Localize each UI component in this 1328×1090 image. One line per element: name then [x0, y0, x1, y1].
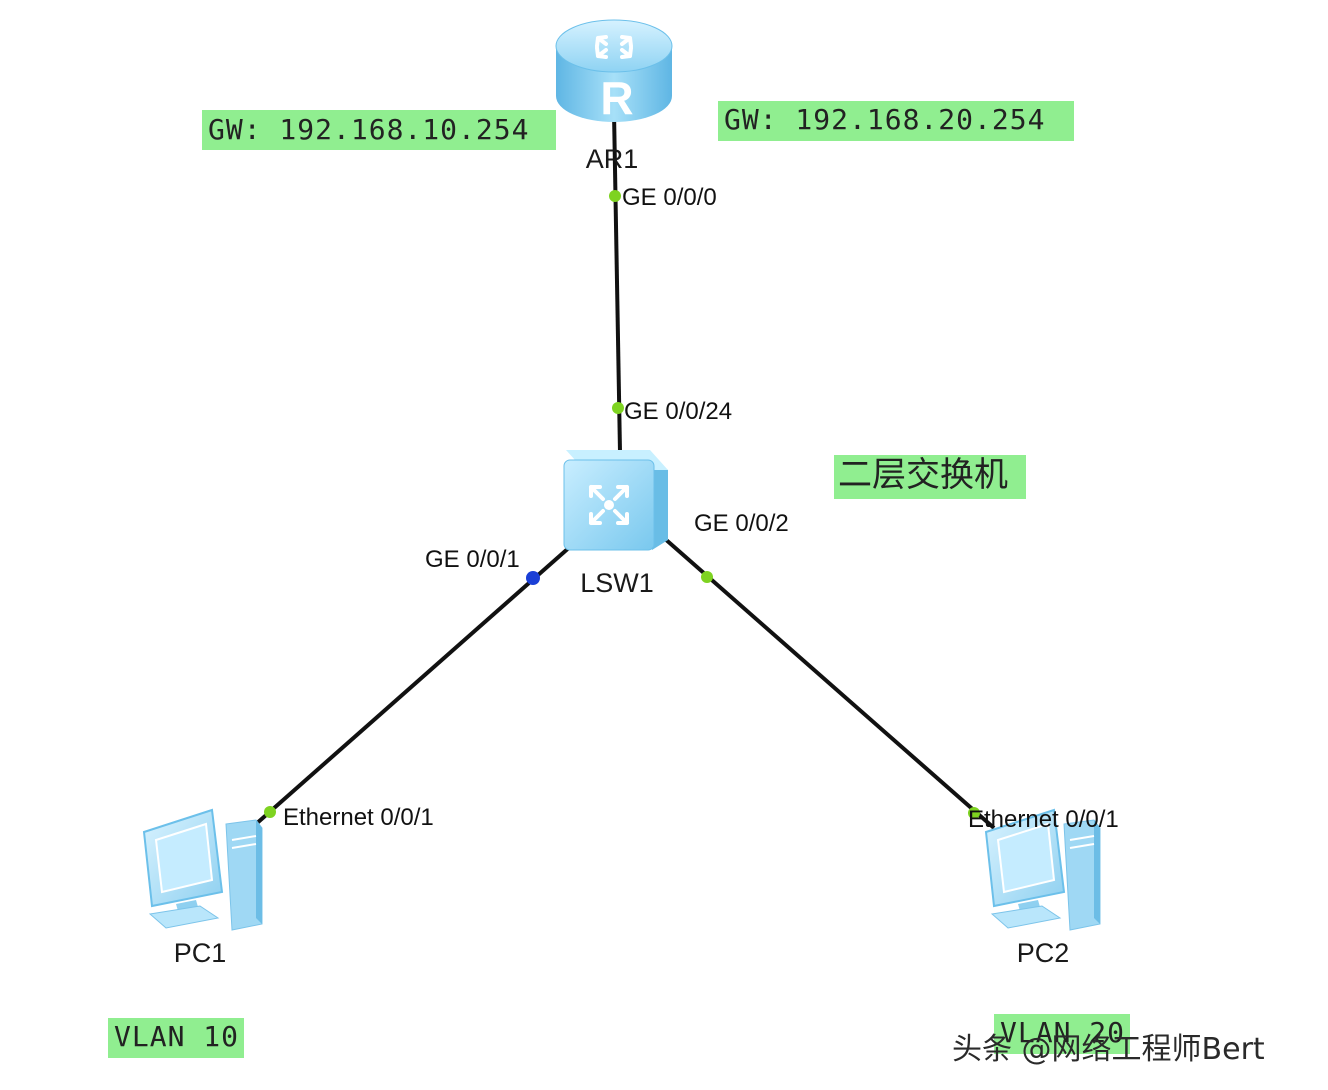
port-dot-lsw1-ge002[interactable] [701, 571, 713, 583]
watermark: 头条 @网络工程师Bert [952, 1032, 1265, 1067]
port-dot-lsw1-ge001[interactable] [526, 571, 540, 585]
port-dot-pc2-eth[interactable] [968, 807, 980, 819]
port-dot-pc1-eth[interactable] [264, 806, 276, 818]
gateway-note-left: GW: 192.168.10.254 [202, 110, 556, 150]
switch-type-note: 二层交换机 [834, 455, 1026, 499]
port-indicators [264, 190, 980, 819]
links [254, 111, 996, 830]
link-lsw1-pc1[interactable] [254, 536, 582, 826]
switch-label: LSW1 [580, 568, 654, 598]
pc2[interactable]: PC2 [984, 808, 1101, 968]
port-label-ar1-ge000: GE 0/0/0 [622, 184, 717, 211]
router-label: AR1 [586, 144, 639, 174]
pc1-computer-icon [142, 808, 263, 931]
port-label-pc2-eth: Ethernet 0/0/1 [968, 806, 1119, 833]
switch-icon [563, 450, 668, 551]
port-label-lsw1-ge0024: GE 0/0/24 [624, 398, 732, 425]
vlan-note-left: VLAN 10 [108, 1018, 244, 1058]
vlan-note-right: VLAN 20 [994, 1014, 1130, 1054]
port-dot-ar1-ge000[interactable] [609, 190, 621, 202]
router-icon: R [555, 19, 673, 124]
pc1[interactable]: PC1 [142, 808, 263, 968]
port-labels: GE 0/0/0 GE 0/0/24 GE 0/0/1 GE 0/0/2 Eth… [283, 184, 1119, 833]
port-label-lsw1-ge001: GE 0/0/1 [425, 546, 520, 573]
router-ar1[interactable]: R AR1 [555, 19, 673, 174]
pc2-label: PC2 [1017, 938, 1070, 968]
port-dot-lsw1-ge0024[interactable] [612, 402, 624, 414]
link-ar1-lsw1[interactable] [612, 111, 622, 453]
switch-lsw1[interactable]: LSW1 [563, 450, 668, 598]
port-label-pc1-eth: Ethernet 0/0/1 [283, 804, 434, 831]
pc2-computer-icon [984, 808, 1101, 931]
gateway-note-right: GW: 192.168.20.254 [718, 101, 1074, 141]
port-label-lsw1-ge002: GE 0/0/2 [694, 510, 789, 537]
router-glyph: R [600, 72, 633, 124]
link-lsw1-pc2[interactable] [662, 536, 996, 830]
pc1-label: PC1 [174, 938, 227, 968]
